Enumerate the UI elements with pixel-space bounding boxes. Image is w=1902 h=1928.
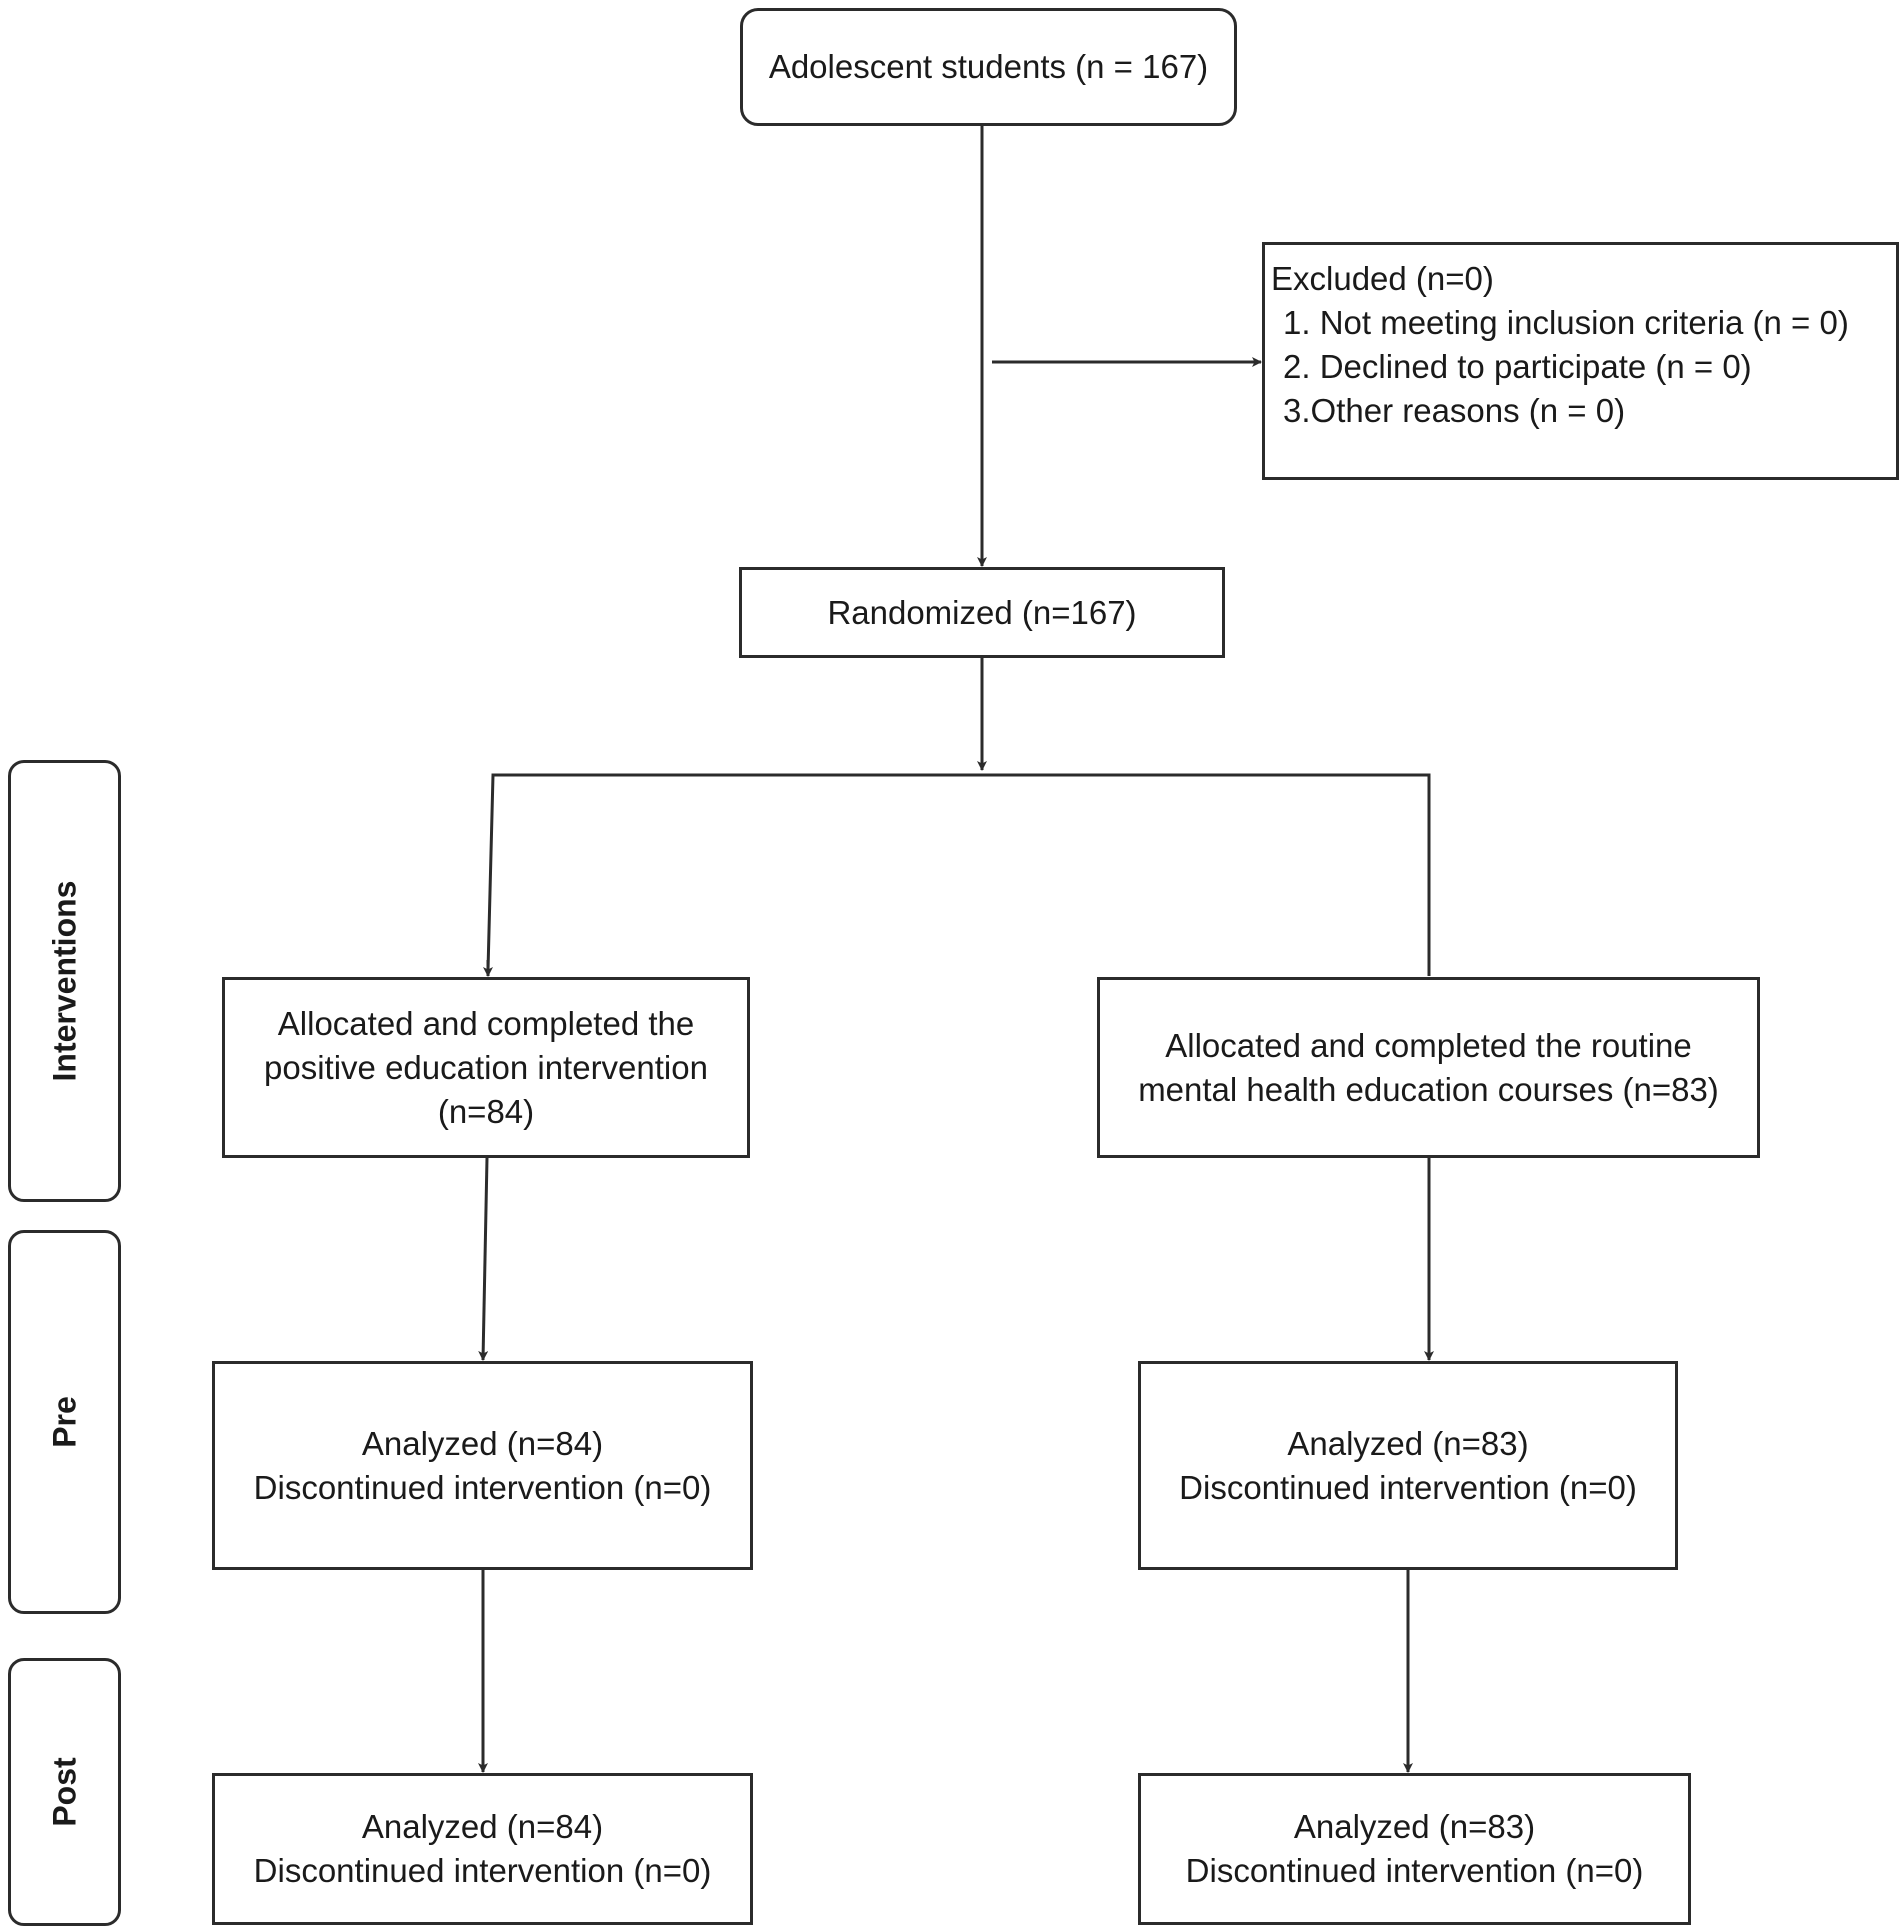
stage-interventions: Interventions [8,760,121,1202]
pre-intervention-line: Analyzed (n=84) [361,1424,604,1462]
stage-post: Post [8,1658,121,1926]
stage-label-post: Post [46,1757,82,1827]
post-control-box: Analyzed (n=83) Discontinued interventio… [1138,1773,1691,1925]
enrolled-box: Adolescent students (n = 167) [740,8,1237,126]
allocated-intervention-line: Allocated and completed the [277,1004,695,1042]
pre-intervention-line: Discontinued intervention (n=0) [253,1468,712,1506]
pre-intervention-box: Analyzed (n=84) Discontinued interventio… [212,1361,753,1570]
stage-pre: Pre [8,1230,121,1614]
allocated-control-box: Allocated and completed the routine ment… [1097,977,1760,1158]
stage-label-pre: Pre [46,1396,82,1448]
allocated-intervention-box: Allocated and completed the positive edu… [222,977,750,1158]
post-control-line: Analyzed (n=83) [1293,1808,1536,1845]
randomized-box: Randomized (n=167) [739,567,1225,658]
allocated-control-line: Allocated and completed the routine [1165,1026,1692,1064]
post-intervention-line: Discontinued intervention (n=0) [253,1852,712,1889]
post-intervention-line: Analyzed (n=84) [361,1808,604,1845]
post-intervention-box: Analyzed (n=84) Discontinued interventio… [212,1773,753,1925]
post-control-line: Discontinued intervention (n=0) [1185,1852,1644,1889]
allocated-intervention-line: positive education intervention [264,1048,708,1086]
excluded-reason: 1. Not meeting inclusion criteria (n = 0… [1283,304,1849,341]
excluded-reason: 2. Declined to participate (n = 0) [1283,348,1752,385]
pre-control-line: Analyzed (n=83) [1287,1424,1529,1462]
randomized-line: Randomized (n=167) [827,593,1137,631]
excluded-box: Excluded (n=0) 1. Not meeting inclusion … [1262,242,1899,480]
allocated-control-line: mental health education courses (n=83) [1138,1070,1719,1108]
allocated-intervention-line: (n=84) [437,1092,535,1130]
split-line [486,773,1431,976]
pre-control-box: Analyzed (n=83) Discontinued interventio… [1138,1361,1678,1570]
arrow-allocated-to-pre-intervention [478,1157,489,1361]
excluded-reason: 3.Other reasons (n = 0) [1283,392,1626,429]
stage-label-interventions: Interventions [46,880,82,1082]
pre-control-line: Discontinued intervention (n=0) [1179,1468,1637,1506]
enrolled-line: Adolescent students (n = 167) [768,48,1209,85]
excluded-title: Excluded (n=0) [1271,260,1494,297]
